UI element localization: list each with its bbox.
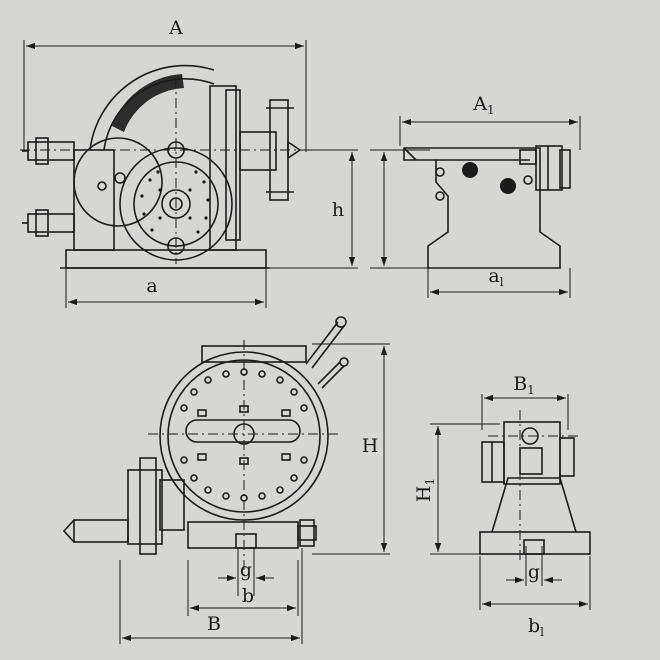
dim-label-b1: bl: [528, 615, 544, 639]
index-hole-pattern: [140, 170, 210, 234]
side-elevation-view: A a h: [20, 17, 358, 308]
graduation-scale: [112, 74, 184, 132]
dim-label-H: H: [362, 435, 379, 457]
dim-label-A: A: [168, 17, 183, 39]
dim-label-b: b: [242, 585, 254, 607]
dim-label-A1: A1: [472, 93, 494, 117]
dim-label-H1: H1: [413, 478, 437, 502]
dim-label-g-front: g: [240, 559, 252, 581]
dim-label-B1: B1: [513, 373, 535, 397]
dim-label-a: a: [146, 275, 157, 297]
tailstock-end-view: B1 H1 g bl: [413, 373, 591, 639]
dim-label-g-side: g: [528, 561, 540, 583]
faceplate-holes: [180, 368, 308, 502]
dim-label-a1: al: [488, 265, 503, 289]
front-view: H g b B: [62, 316, 390, 644]
dim-label-B: B: [207, 613, 221, 635]
tailstock-view: A1 al: [370, 93, 581, 298]
dim-label-h: h: [332, 199, 344, 221]
